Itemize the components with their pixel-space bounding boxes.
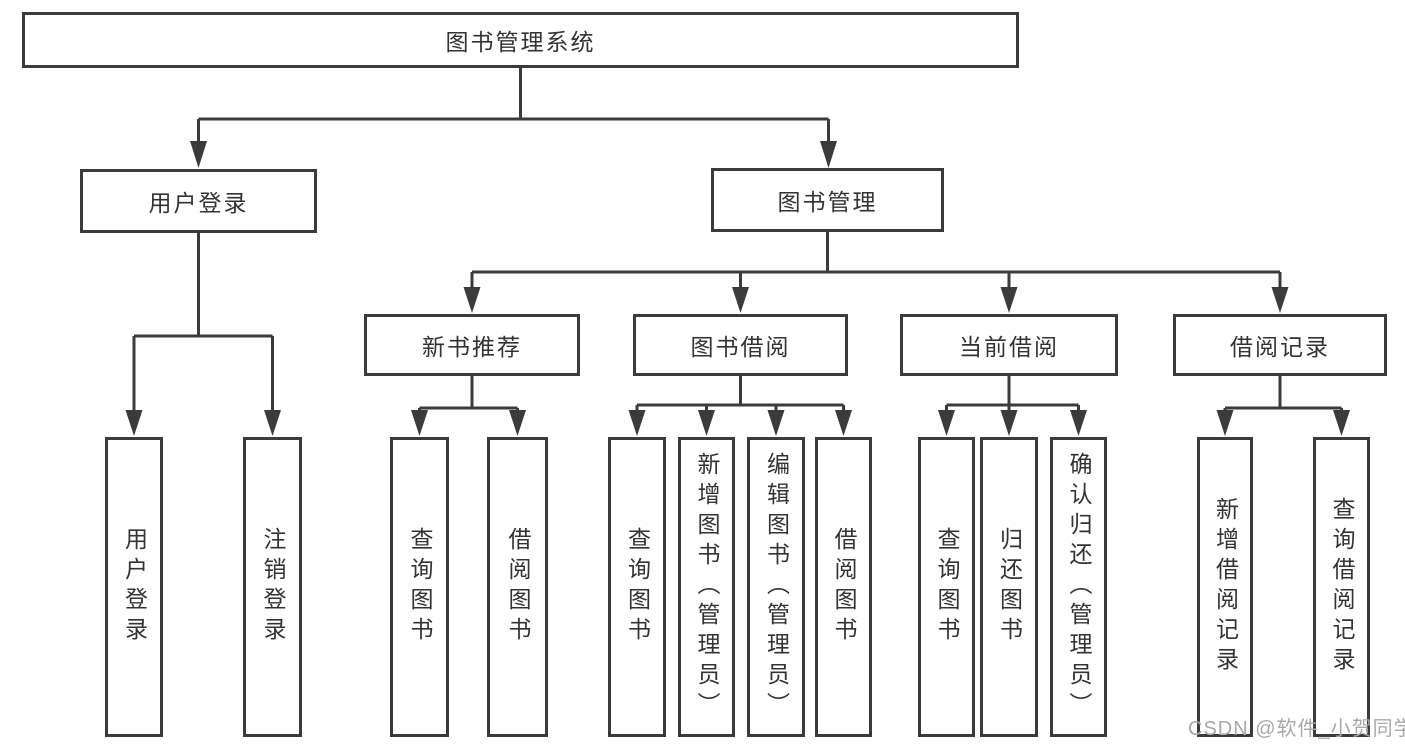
- node-book-borrowing-label: 图书借阅: [690, 334, 791, 360]
- node-borrow-records-label: 借阅记录: [1230, 334, 1330, 360]
- leaf-query-books-borrowing-label: 查询图书: [624, 527, 651, 647]
- leaf-edit-book-admin: 编辑图书（管理员）: [747, 437, 805, 737]
- connector-path: [132, 68, 1343, 412]
- node-borrow-records: 借阅记录: [1173, 314, 1387, 376]
- leaf-query-books-current: 查询图书: [918, 437, 975, 737]
- node-new-book-recommend: 新书推荐: [364, 314, 580, 376]
- leaf-borrow-books-borrowing-label: 借阅图书: [831, 527, 857, 647]
- node-book-borrowing: 图书借阅: [633, 314, 848, 376]
- leaf-add-borrow-record: 新增借阅记录: [1197, 437, 1253, 737]
- leaf-confirm-return-admin: 确认归还（管理员）: [1050, 437, 1107, 737]
- leaf-add-borrow-record-label: 新增借阅记录: [1212, 497, 1239, 677]
- leaf-add-book-admin: 新增图书（管理员）: [678, 437, 735, 737]
- node-root-label: 图书管理系统: [445, 29, 596, 55]
- node-current-borrowing-label: 当前借阅: [959, 334, 1059, 360]
- leaf-query-books-current-label: 查询图书: [934, 527, 960, 647]
- node-root: 图书管理系统: [22, 12, 1019, 68]
- leaf-query-books-recommend-label: 查询图书: [407, 527, 433, 647]
- node-user-login-branch-label: 用户登录: [148, 190, 249, 216]
- leaf-logout-label: 注销登录: [260, 527, 286, 647]
- leaf-borrow-books-recommend-label: 借阅图书: [505, 527, 531, 647]
- watermark: CSDN @软件_小贺同学: [1188, 718, 1405, 740]
- leaf-borrow-books-recommend: 借阅图书: [487, 437, 548, 737]
- node-user-login-branch: 用户登录: [80, 169, 317, 233]
- node-current-borrowing: 当前借阅: [900, 314, 1118, 376]
- node-book-management-branch: 图书管理: [711, 168, 944, 232]
- leaf-user-login-label: 用户登录: [121, 527, 148, 647]
- leaf-query-books-recommend: 查询图书: [390, 437, 449, 737]
- leaf-return-books-label: 归还图书: [996, 527, 1023, 647]
- node-new-book-recommend-label: 新书推荐: [422, 334, 522, 360]
- leaf-user-login: 用户登录: [105, 437, 163, 737]
- node-book-management-branch-label: 图书管理: [777, 189, 878, 215]
- leaf-confirm-return-admin-label: 确认归还（管理员）: [1066, 452, 1092, 722]
- leaf-add-book-admin-label: 新增图书（管理员）: [694, 452, 720, 722]
- arrowhead-triangles: [125, 141, 1350, 436]
- leaf-return-books: 归还图书: [980, 437, 1038, 737]
- leaf-query-borrow-record: 查询借阅记录: [1313, 437, 1370, 737]
- leaf-query-books-borrowing: 查询图书: [608, 437, 666, 737]
- leaf-edit-book-admin-label: 编辑图书（管理员）: [763, 452, 790, 722]
- leaf-logout: 注销登录: [243, 437, 302, 737]
- leaf-borrow-books-borrowing: 借阅图书: [815, 437, 872, 737]
- leaf-query-borrow-record-label: 查询借阅记录: [1329, 497, 1355, 677]
